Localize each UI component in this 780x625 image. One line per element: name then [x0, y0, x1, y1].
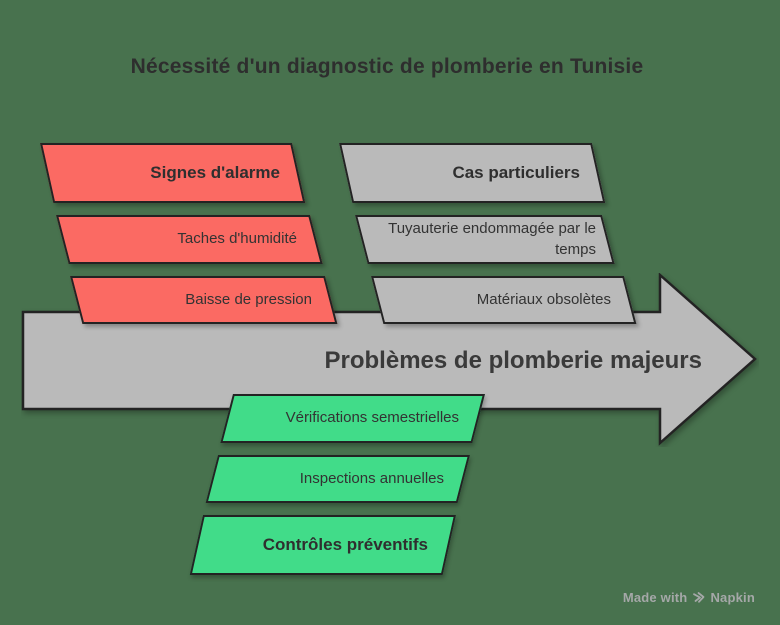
main-arrow-label: Problèmes de plomberie majeurs [324, 346, 702, 374]
special-cases-item-pipes-label: Tuyauterie endommagée par le temps [388, 220, 596, 258]
preventive-item-checks-label: Vérifications semestrielles [285, 409, 459, 427]
alarm-item-pressure-shape: Baisse de pression [70, 276, 338, 324]
special-cases-header-shape: Cas particuliers [339, 143, 606, 203]
page-title: Nécessité d'un diagnostic de plomberie e… [130, 55, 644, 78]
alarm-item-pressure-label: Baisse de pression [185, 290, 312, 308]
special-cases-header-label: Cas particuliers [452, 162, 580, 182]
napkin-logo-icon [693, 591, 705, 603]
watermark-prefix: Made with [622, 589, 688, 605]
alarm-header-shape: Signes d'alarme [40, 143, 306, 203]
alarm-item-humidity-label: Taches d'humidité [177, 230, 297, 248]
preventive-item-checks-shape: Vérifications semestrielles [220, 394, 485, 443]
alarm-header-label: Signes d'alarme [150, 162, 280, 182]
special-cases-item-materials-label: Matériaux obsolètes [476, 290, 611, 308]
special-cases-item-pipes-shape: Tuyauterie endommagée par le temps [355, 215, 615, 264]
watermark-brand: Napkin [710, 589, 755, 605]
special-cases-item-materials-shape: Matériaux obsolètes [371, 276, 637, 324]
preventive-item-inspections-label: Inspections annuelles [299, 469, 444, 487]
preventive-header-label: Contrôles préventifs [262, 534, 428, 554]
preventive-header-shape: Contrôles préventifs [189, 515, 457, 575]
preventive-item-inspections-shape: Inspections annuelles [205, 455, 470, 503]
watermark: Made with Napkin [623, 588, 755, 606]
alarm-item-humidity-shape: Taches d'humidité [56, 215, 323, 264]
